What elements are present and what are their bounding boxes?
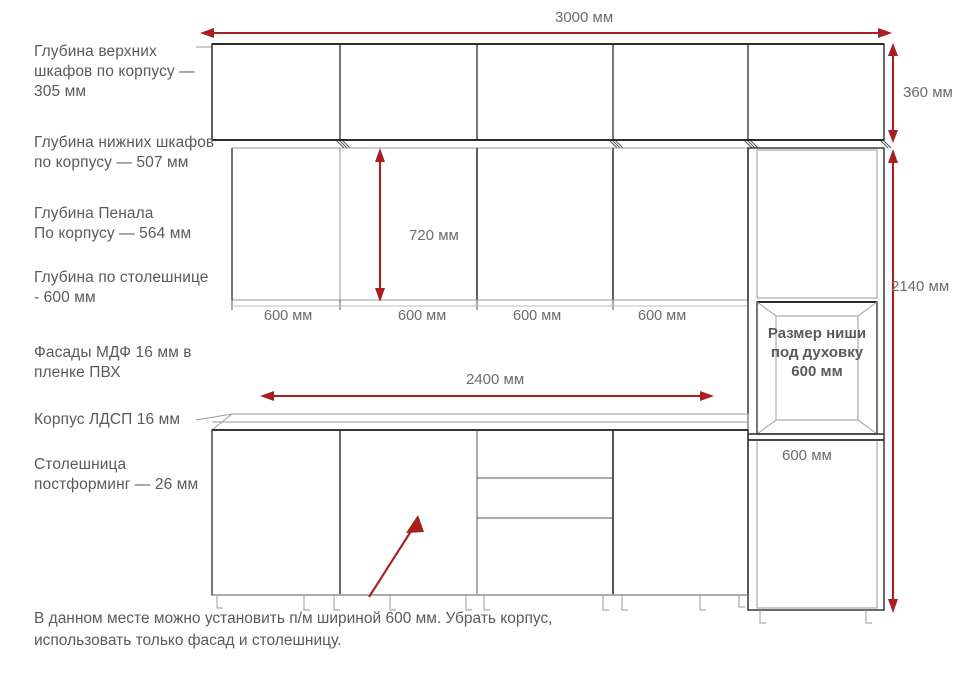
note-lower-depth: Глубина нижних шкафов по корпусу — 507 м… (34, 134, 215, 171)
upper-cabinet-row (211, 43, 892, 149)
tall-cabinet (747, 147, 885, 624)
dim-upper-height (888, 43, 898, 143)
dim-label-upper-height: 360 мм (903, 84, 953, 101)
bottom-caption: В данном месте можно установить п/м шири… (34, 610, 553, 649)
dim-label-tall-cabinet-width: 600 мм (782, 447, 832, 464)
dim-lower-run-width (260, 391, 714, 401)
dim-label-module-3: 600 мм (513, 308, 562, 324)
callout-arrow-dishwasher (368, 515, 424, 598)
dim-label-module-1: 600 мм (264, 308, 313, 324)
dim-label-module-2: 600 мм (398, 308, 447, 324)
note-carcass: Корпус ЛДСП 16 мм (34, 411, 181, 428)
note-countertop: Столешница постформинг — 26 мм (34, 456, 199, 493)
lower-cabinet-run (210, 413, 749, 611)
note-upper-depth: Глубина верхних шкафов по корпусу — 305 … (34, 43, 195, 100)
niche-label: Размер ниши под духовку 600 мм (767, 325, 867, 380)
dim-total-height (888, 149, 898, 613)
note-facades: Фасады МДФ 16 мм в пленке ПВХ (34, 344, 192, 381)
dim-label-backsplash-height: 720 мм (409, 227, 459, 244)
leader-line-carcass (195, 413, 233, 421)
dim-label-overall-width: 3000 мм (555, 9, 614, 26)
note-counter-depth: Глубина по столешнице - 600 мм (34, 269, 209, 306)
dim-label-total-height: 2140 мм (891, 278, 950, 295)
dim-overall-width (200, 28, 892, 38)
dim-label-lower-run-width: 2400 мм (466, 371, 525, 388)
dim-backsplash-height (375, 148, 385, 302)
note-penal-depth: Глубина Пенала По корпусу — 564 мм (34, 205, 192, 242)
backsplash-area (231, 147, 749, 301)
dim-label-module-4: 600 мм (638, 308, 687, 324)
